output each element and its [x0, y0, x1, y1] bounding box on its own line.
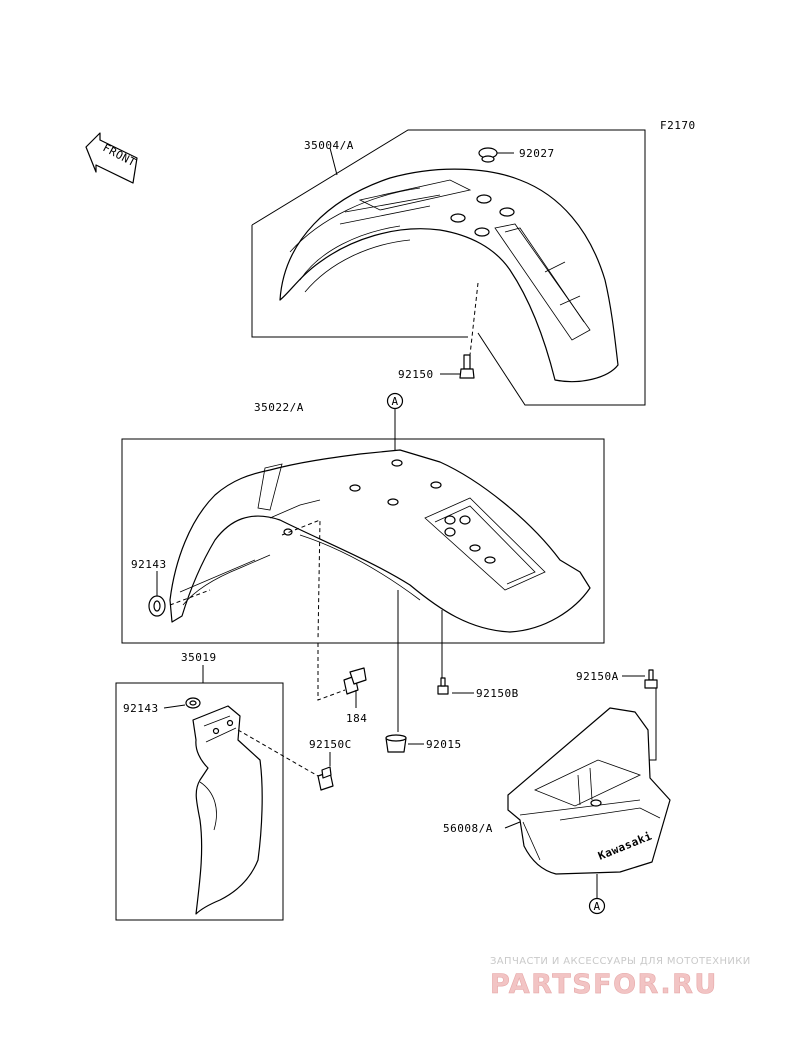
- collar-92143-lower-icon: [185, 697, 201, 709]
- label-92150: 92150: [398, 368, 434, 381]
- front-fender-part: [279, 168, 619, 383]
- front-fender-group: [251, 129, 646, 406]
- bolt-92150c-icon: [317, 766, 334, 791]
- label-92143-lower: 92143: [123, 702, 159, 715]
- figure-code: F2170: [660, 119, 696, 132]
- ref-marker-a-bottom: A: [588, 874, 606, 915]
- rear-fender-group: [121, 438, 605, 644]
- label-92027: 92027: [519, 147, 555, 160]
- label-35022a: 35022/A: [254, 401, 304, 414]
- label-184: 184: [346, 712, 367, 725]
- label-35004a: 35004/A: [304, 139, 354, 152]
- watermark-subtitle: ЗАПЧАСТИ И АКСЕССУАРЫ ДЛЯ МОТОТЕХНИКИ: [490, 956, 751, 967]
- label-35019: 35019: [181, 651, 217, 664]
- rear-fender-part: [169, 449, 591, 633]
- rear-fender-frame: [121, 438, 605, 644]
- mudguard-part: [192, 705, 263, 915]
- svg-text:A: A: [593, 900, 600, 913]
- tool-case-part: [507, 707, 671, 875]
- grommet-92015-icon: [385, 734, 407, 753]
- mudguard-frame: [115, 665, 284, 921]
- label-92015: 92015: [426, 738, 462, 751]
- label-92150c: 92150C: [309, 738, 352, 751]
- front-arrow-icon: FRONT: [85, 132, 138, 184]
- tool-case-group: Kawasaki: [507, 669, 671, 875]
- watermark-brand: PARTSFOR.RU: [490, 969, 718, 1000]
- label-92150b: 92150B: [476, 687, 519, 700]
- bolt-184-icon: [343, 667, 367, 695]
- label-92143-top: 92143: [131, 558, 167, 571]
- mudguard-group: [115, 665, 334, 921]
- grommet-92027-icon: [478, 147, 498, 163]
- collar-92143-icon: [148, 595, 166, 617]
- bolt-92150b-icon: [437, 677, 449, 695]
- bolt-92150a-icon: [644, 669, 658, 689]
- label-56008a: 56008/A: [443, 822, 493, 835]
- front-fender-frame: [251, 129, 646, 406]
- svg-text:A: A: [391, 395, 398, 408]
- label-92150a: 92150A: [576, 670, 619, 683]
- bolt-92150-icon: [459, 354, 475, 379]
